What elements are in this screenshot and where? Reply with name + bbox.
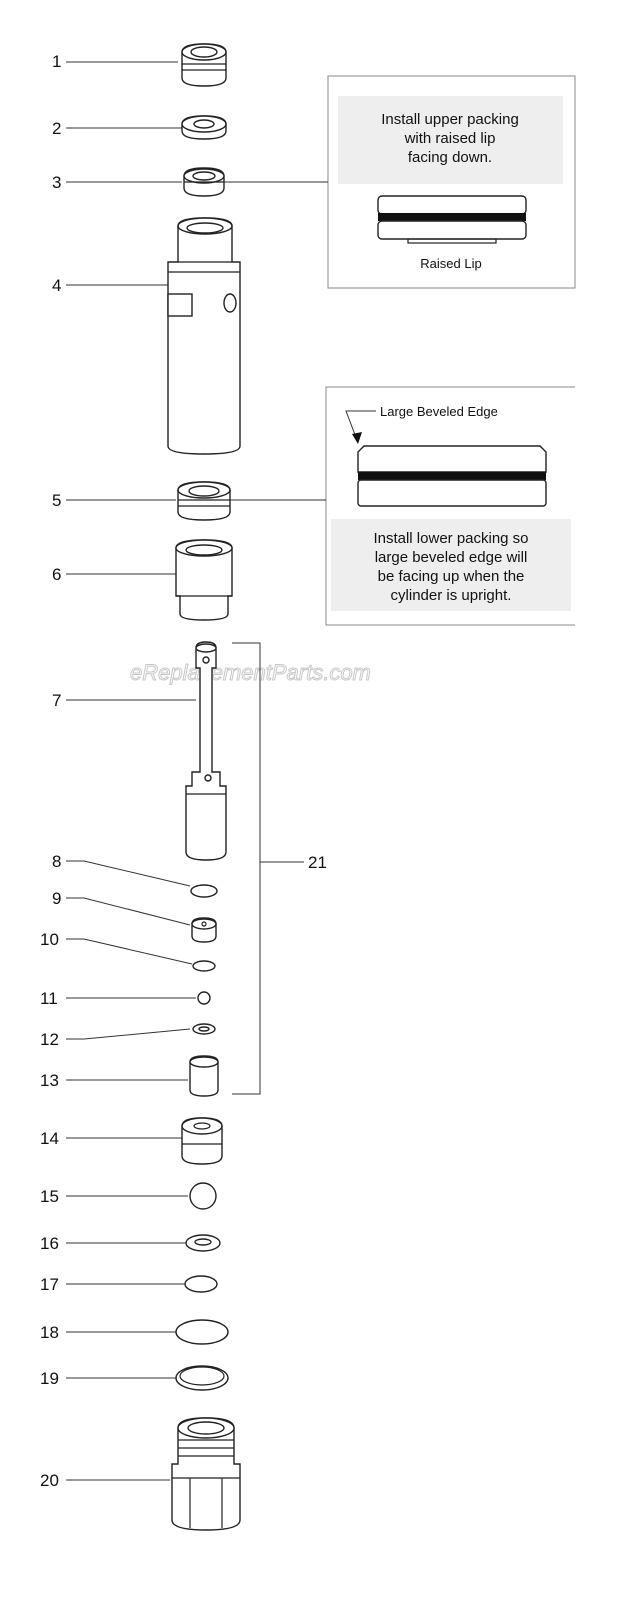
part-1-packing-nut xyxy=(181,43,227,87)
upper-callout-line-1: Install upper packing xyxy=(381,111,519,128)
svg-text:1: 1 xyxy=(52,52,61,71)
part-label-18: 18 xyxy=(40,1323,176,1342)
part-label-15: 15 xyxy=(40,1187,188,1206)
part-11-ball xyxy=(197,991,211,1005)
part-label-3: 3 xyxy=(52,173,182,192)
part-label-4: 4 xyxy=(52,276,168,295)
svg-text:17: 17 xyxy=(40,1275,59,1294)
part-2-washer xyxy=(181,115,227,140)
part-8-o-ring xyxy=(190,884,218,898)
part-10-washer xyxy=(192,960,216,972)
svg-text:5: 5 xyxy=(52,491,61,510)
svg-text:20: 20 xyxy=(40,1471,59,1490)
part-13-retainer xyxy=(189,1055,219,1097)
large-beveled-edge-label: Large Beveled Edge xyxy=(380,404,498,419)
part-label-2: 2 xyxy=(52,119,182,138)
svg-text:8: 8 xyxy=(52,852,61,871)
part-label-7: 7 xyxy=(52,691,196,710)
watermark: eReplacementParts.com xyxy=(130,660,371,685)
part-5-lower-packing xyxy=(177,481,231,521)
part-14-ball-cage xyxy=(181,1117,223,1165)
svg-text:16: 16 xyxy=(40,1234,59,1253)
part-16-seat xyxy=(185,1234,221,1252)
part-label-14: 14 xyxy=(40,1129,182,1148)
assembly-bracket-21: 21 xyxy=(232,642,327,1095)
svg-text:10: 10 xyxy=(40,930,59,949)
lower-callout-line-3: be facing up when the xyxy=(378,568,525,585)
part-20-foot-valve-housing xyxy=(171,1417,241,1531)
svg-text:12: 12 xyxy=(40,1030,59,1049)
svg-text:14: 14 xyxy=(40,1129,59,1148)
svg-text:18: 18 xyxy=(40,1323,59,1342)
lower-packing-callout: Large Beveled Edge Install lower packing… xyxy=(325,386,575,626)
part-3-upper-packing xyxy=(183,167,225,197)
svg-text:6: 6 xyxy=(52,565,61,584)
upper-packing-callout: Install upper packing with raised lip fa… xyxy=(327,75,576,289)
part-label-19: 19 xyxy=(40,1369,176,1388)
part-label-12: 12 xyxy=(40,1028,191,1049)
part-label-10: 10 xyxy=(40,930,193,965)
svg-text:19: 19 xyxy=(40,1369,59,1388)
lower-callout-line-1: Install lower packing so xyxy=(373,530,528,547)
part-label-13: 13 xyxy=(40,1071,188,1090)
svg-text:11: 11 xyxy=(40,989,58,1008)
part-4-cylinder xyxy=(167,217,241,455)
part-17-o-ring xyxy=(184,1275,218,1293)
part-label-20: 20 xyxy=(40,1471,170,1490)
lower-packing-illustration xyxy=(357,445,547,507)
upper-callout-line-2: with raised lip xyxy=(404,130,496,147)
lower-callout-line-2: large beveled edge will xyxy=(375,549,528,566)
part-15-ball xyxy=(189,1182,217,1210)
svg-text:7: 7 xyxy=(52,691,61,710)
part-label-5: 5 xyxy=(52,491,176,510)
upper-callout-line-3: facing down. xyxy=(408,149,492,166)
part-label-9: 9 xyxy=(52,889,191,926)
svg-text:4: 4 xyxy=(52,276,61,295)
part-9-valve-seat xyxy=(191,917,217,943)
part-6-housing xyxy=(175,539,233,621)
part-label-1: 1 xyxy=(52,52,178,71)
part-18-gasket xyxy=(175,1319,229,1345)
part-label-8: 8 xyxy=(52,852,191,887)
part-label-11: 11 xyxy=(40,989,196,1008)
svg-text:21: 21 xyxy=(308,853,327,872)
svg-text:15: 15 xyxy=(40,1187,59,1206)
svg-text:13: 13 xyxy=(40,1071,59,1090)
svg-text:3: 3 xyxy=(52,173,61,192)
part-label-16: 16 xyxy=(40,1234,186,1253)
part-12-seal xyxy=(192,1023,216,1035)
part-7-piston-rod xyxy=(185,641,227,861)
raised-lip-label: Raised Lip xyxy=(420,256,481,271)
upper-packing-illustration xyxy=(377,195,527,244)
part-19-gasket xyxy=(175,1365,229,1391)
lower-callout-line-4: cylinder is upright. xyxy=(391,587,512,604)
part-label-6: 6 xyxy=(52,565,176,584)
svg-text:2: 2 xyxy=(52,119,61,138)
svg-text:9: 9 xyxy=(52,889,61,908)
part-label-17: 17 xyxy=(40,1275,186,1294)
